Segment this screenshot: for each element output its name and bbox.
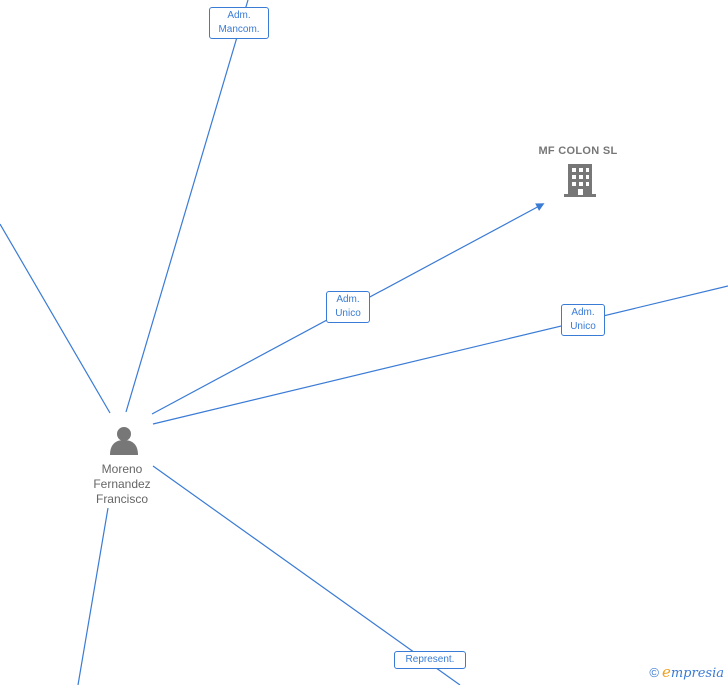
company-name[interactable]: MF COLON SL [538,145,618,157]
edge-label-adm-unico-company[interactable]: Adm. Unico [326,291,370,323]
edge-label-line: Adm. [227,10,251,21]
edge-label-line: Adm. [336,294,360,305]
person-name-line: Fernandez [93,477,151,491]
edge-label-line: Unico [570,321,596,332]
edge-label-line: Unico [335,308,361,319]
edge-represent [152,465,461,685]
edge-adm-mancom [125,0,249,413]
edge-label-line: Adm. [571,307,595,318]
edge-label-represent[interactable]: Represent. [394,651,466,669]
edge-adm-unico-right [152,285,728,425]
edge-label-line: Represent. [405,654,455,665]
copyright-symbol: © [649,665,659,680]
brand-name: mpresia [670,666,724,681]
person-name[interactable]: Moreno Fernandez Francisco [74,462,170,507]
edge-label-line: Mancom. [218,24,260,35]
brand-initial: e [661,663,671,681]
edge-label-adm-unico-right[interactable]: Adm. Unico [561,304,605,336]
edge-upper-left [0,223,111,414]
person-name-line: Moreno [101,462,143,476]
person-name-line: Francisco [95,492,148,506]
building-icon [564,164,596,197]
edge-label-adm-mancom[interactable]: Adm. Mancom. [209,7,269,39]
person-icon [110,427,138,455]
empresia-watermark: ©empresia [649,663,724,681]
edge-lower-left [77,507,109,685]
